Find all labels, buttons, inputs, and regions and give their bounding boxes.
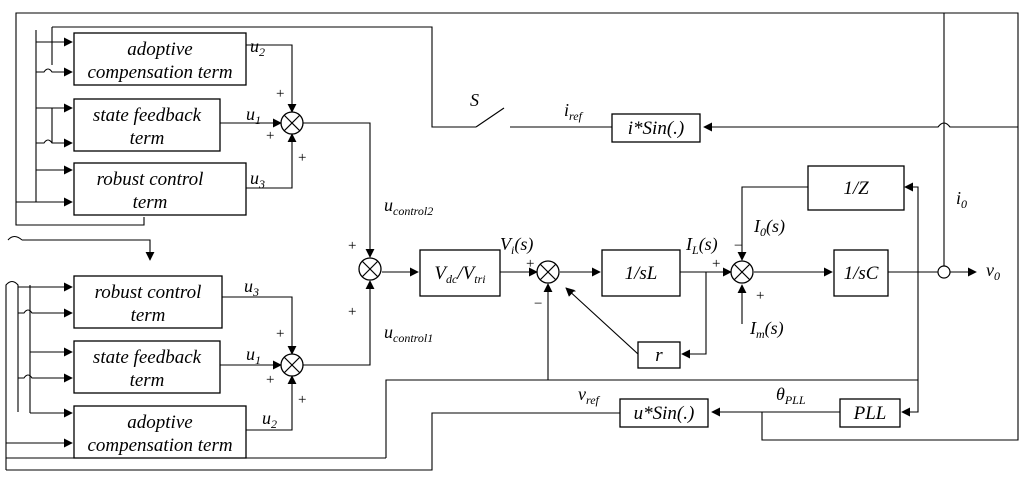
block-label: robust control	[97, 169, 204, 190]
sum-junction-voltage	[536, 260, 560, 284]
block-label: PLL	[853, 403, 887, 424]
block-label: u*Sin(.)	[634, 403, 695, 424]
block-robust-lower: robust control term	[73, 275, 223, 329]
label-vref: vref	[578, 384, 601, 407]
block-label: adoptive	[127, 412, 192, 433]
block-label: i*Sin(.)	[628, 118, 684, 139]
block-vdc-vtri: Vdc/Vtri	[419, 249, 501, 297]
sum-junction-lower	[280, 353, 304, 377]
block-adaptive-lower: adoptive compensation term	[73, 405, 247, 459]
block-label: 1/sL	[625, 263, 658, 284]
block-1-sC: 1/sC	[833, 249, 889, 297]
block-label: term	[130, 370, 165, 391]
block-1-sL: 1/sL	[601, 249, 681, 297]
svg-text:+: +	[276, 86, 284, 102]
label-u1-upper: u1	[246, 104, 261, 127]
block-label: state feedback	[93, 105, 202, 126]
svg-text:+: +	[266, 372, 274, 388]
sum-junction-upper	[280, 111, 304, 135]
label-il: IL(s)	[685, 234, 718, 257]
block-label: 1/Z	[843, 178, 869, 199]
label-u2-upper: u2	[250, 36, 265, 59]
svg-text:+: +	[712, 256, 720, 272]
block-adaptive-upper: adoptive compensation term	[73, 32, 247, 86]
svg-text:−: −	[734, 238, 742, 254]
svg-text:−: −	[568, 284, 576, 300]
svg-text:+: +	[526, 256, 534, 272]
label-iref: iref	[564, 100, 584, 123]
wire-i0-feedback-top	[15, 12, 945, 272]
label-u3-upper: u3	[250, 168, 265, 191]
block-label: adoptive	[127, 39, 192, 60]
label-u3-lower: u3	[244, 276, 259, 299]
block-i-sin: i*Sin(.)	[611, 113, 701, 143]
block-label: r	[655, 345, 663, 366]
svg-text:−: −	[534, 296, 542, 312]
svg-text:+: +	[298, 392, 306, 408]
sum-junction-current	[730, 260, 754, 284]
label-i0: i0	[956, 188, 967, 211]
svg-text:+: +	[348, 304, 356, 320]
sign-labels: + + + + + + + + + − − + − +	[266, 86, 764, 408]
block-label: term	[133, 192, 168, 213]
label-u1-lower: u1	[246, 344, 261, 367]
svg-text:+: +	[348, 238, 356, 254]
block-label: Vdc/Vtri	[434, 263, 485, 286]
block-label: 1/sC	[844, 263, 879, 284]
block-label: compensation term	[87, 435, 232, 456]
label-vi: Vi(s)	[500, 234, 533, 257]
block-label: state feedback	[93, 347, 202, 368]
sum-junction-control	[358, 257, 382, 281]
switch-S	[52, 26, 476, 128]
block-pll: PLL	[839, 398, 901, 428]
output-node	[937, 265, 951, 279]
wire-feedback-lower-bus	[5, 280, 19, 470]
svg-text:+: +	[756, 288, 764, 304]
block-r: r	[637, 341, 681, 369]
label-ucontrol2: ucontrol2	[384, 195, 433, 218]
label-switch-s: S	[470, 90, 479, 110]
svg-text:+: +	[298, 150, 306, 166]
block-robust-upper: robust control term	[73, 162, 247, 216]
block-state-feedback-upper: state feedback term	[73, 98, 221, 152]
svg-text:+: +	[276, 326, 284, 342]
block-u-sin: u*Sin(.)	[619, 398, 709, 428]
label-u2-lower: u2	[262, 408, 277, 431]
block-label: compensation term	[87, 62, 232, 83]
label-i0s: I0(s)	[753, 216, 785, 239]
label-ucontrol1: ucontrol1	[384, 322, 433, 345]
label-ims: Im(s)	[749, 318, 784, 341]
block-label: robust control	[95, 282, 202, 303]
block-label: term	[130, 128, 165, 149]
label-v0: v0	[986, 260, 1000, 283]
block-state-feedback-lower: state feedback term	[73, 340, 221, 394]
block-1-Z: 1/Z	[807, 165, 905, 211]
label-theta-pll: θPLL	[776, 384, 806, 407]
svg-text:+: +	[266, 128, 274, 144]
block-label: term	[131, 305, 166, 326]
